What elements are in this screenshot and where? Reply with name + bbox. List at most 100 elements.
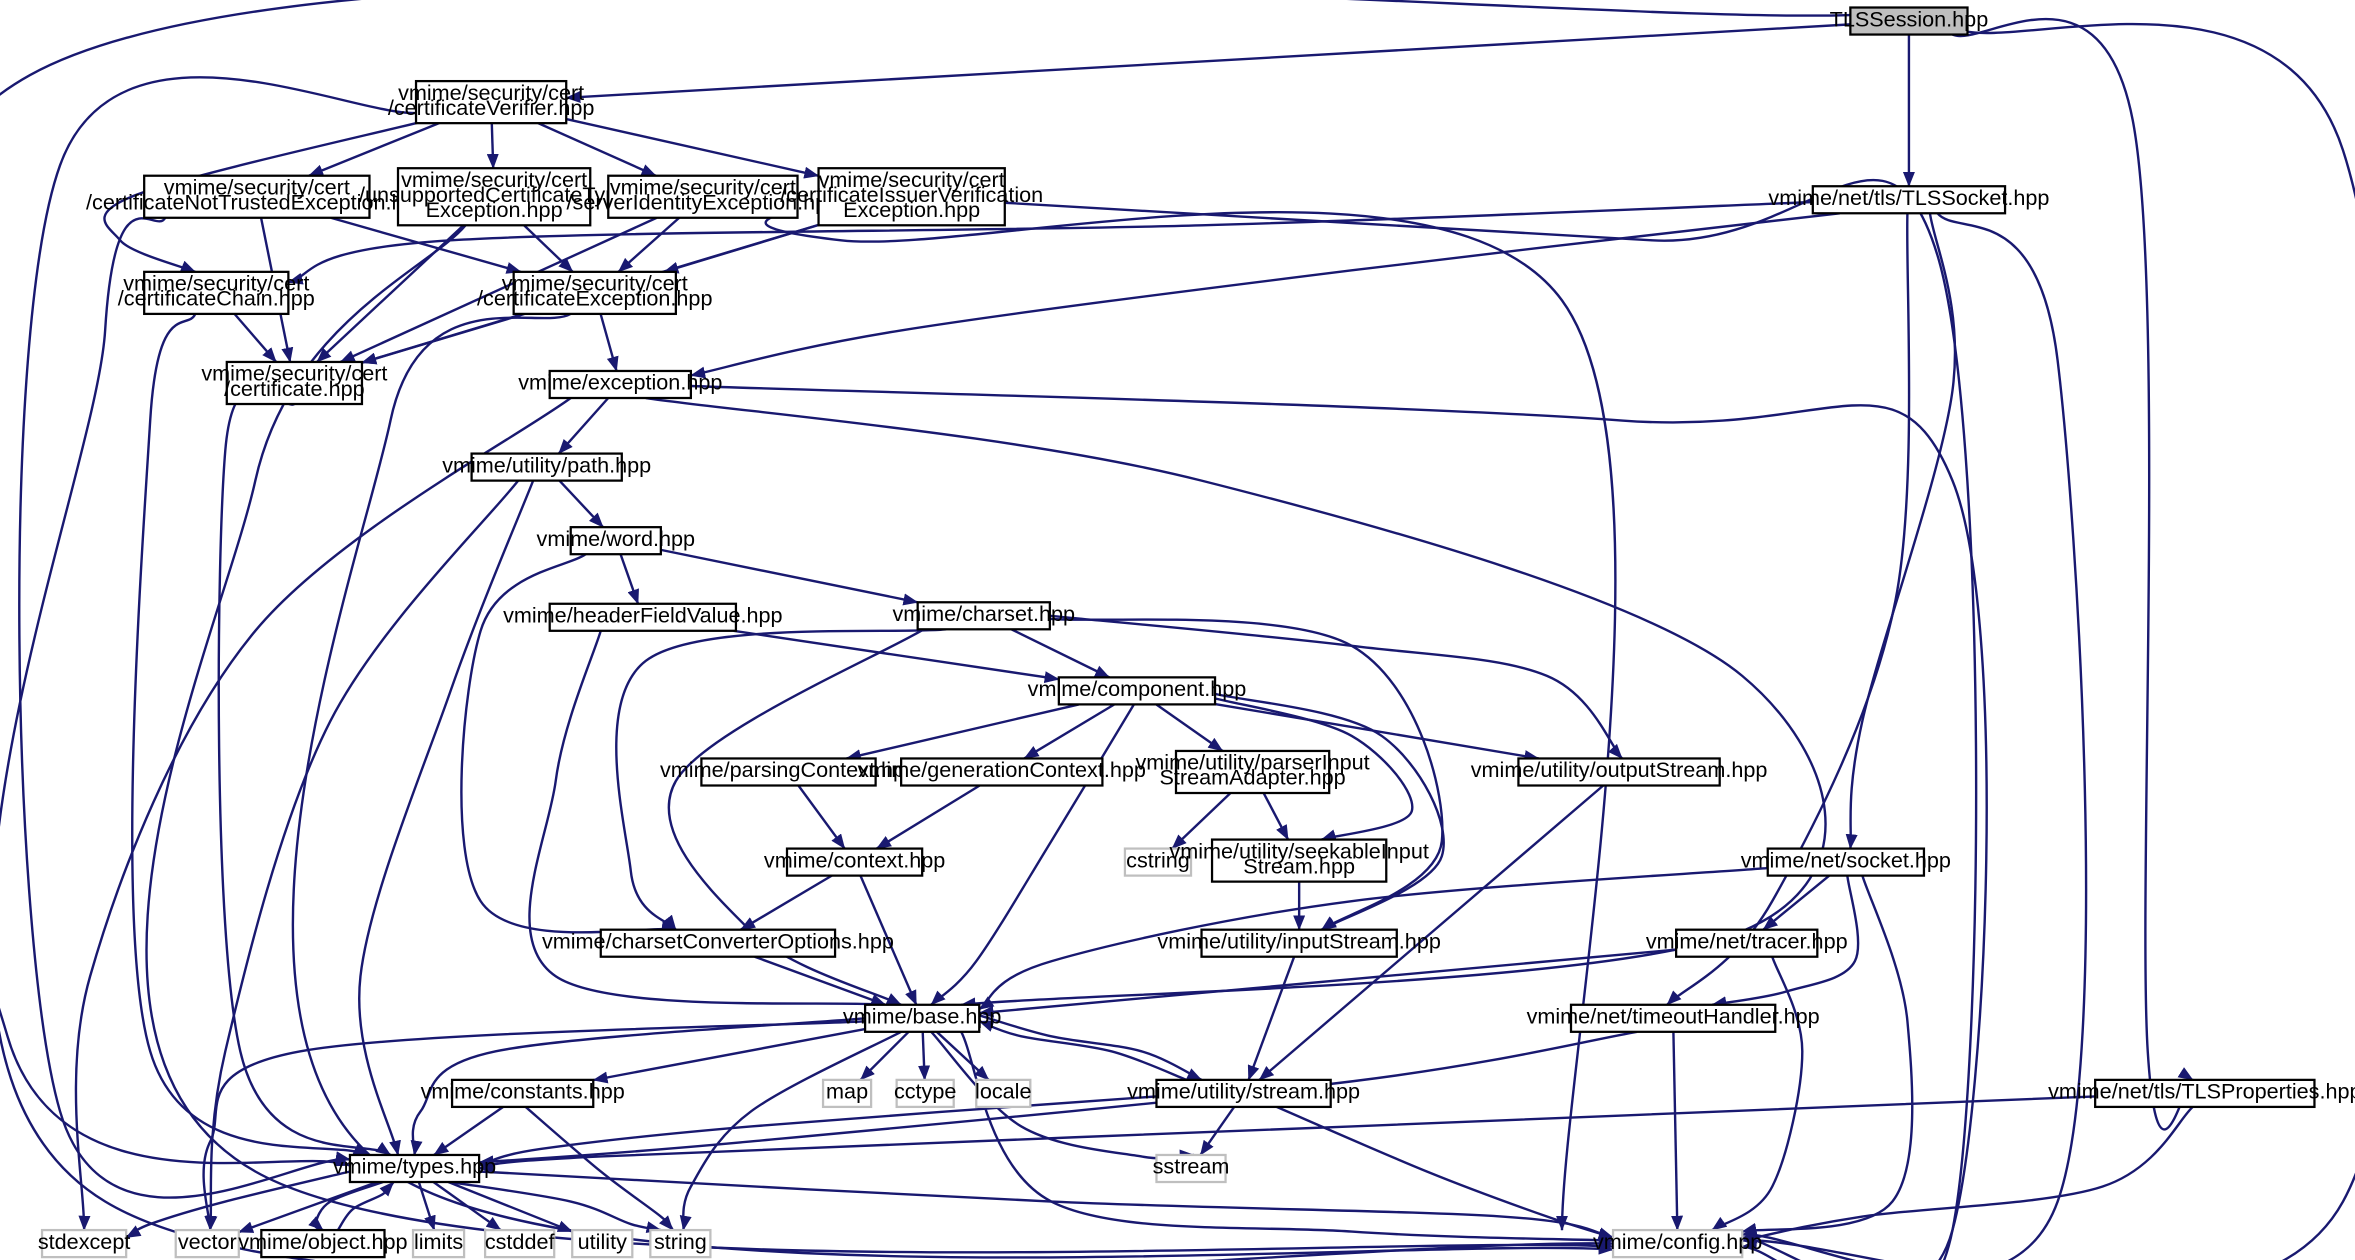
node-sstream[interactable]: sstream	[1153, 1154, 1230, 1184]
node-constants[interactable]: vmime/constants.hpp	[421, 1079, 625, 1109]
edge-tracer-to-base	[978, 948, 1677, 1018]
edge-certverifier-to-certchain	[103, 118, 429, 273]
node-box	[700, 757, 877, 787]
edge-exception-to-base	[645, 396, 1827, 1010]
node-locale[interactable]: locale	[975, 1079, 1032, 1109]
node-exception[interactable]: vmime/exception.hpp	[518, 370, 722, 400]
edge-charset-to-base	[667, 628, 925, 1006]
edge-base-to-constants	[592, 1027, 866, 1084]
node-box	[1123, 847, 1193, 877]
edge-component-to-generationcontext	[1023, 703, 1116, 760]
node-map[interactable]: map	[821, 1079, 873, 1109]
edge-charset-to-component	[1010, 628, 1111, 679]
node-outputstream[interactable]: vmime/utility/outputStream.hpp	[1471, 757, 1768, 787]
edge-word-to-charset	[660, 548, 919, 606]
node-cstring[interactable]: cstring	[1123, 847, 1193, 877]
node-label: vmime/net/timeoutHandler.hpp	[1527, 1004, 1820, 1029]
node-charset[interactable]: vmime/charset.hpp	[892, 601, 1075, 631]
node-headerfieldvalue[interactable]: vmime/headerFieldValue.hpp	[503, 602, 783, 632]
node-charsetconv[interactable]: vmime/charsetConverterOptions.hpp	[542, 928, 894, 958]
node-label: limits	[414, 1229, 463, 1254]
node-cstddef[interactable]: cstddef	[483, 1229, 556, 1259]
node-cctype[interactable]: cctype	[894, 1079, 956, 1109]
edge-base-to-config	[960, 1031, 1614, 1247]
node-box	[548, 602, 738, 632]
edge-certverifier-to-notrusted	[308, 122, 440, 177]
node-box	[1611, 1228, 1744, 1259]
node-stdexcept[interactable]: stdexcept	[38, 1229, 131, 1259]
node-serverident[interactable]: vmime/security/cert/serverIdentityExcept…	[567, 174, 840, 219]
edge-word-to-headerfieldvalue	[619, 553, 640, 605]
node-vector[interactable]: vector	[174, 1229, 240, 1259]
node-label: locale	[975, 1079, 1031, 1104]
edge-unsupported-to-certexception	[523, 224, 574, 273]
node-box	[1811, 185, 2007, 215]
node-box	[1675, 928, 1819, 958]
node-stream[interactable]: vmime/utility/stream.hpp	[1127, 1079, 1360, 1109]
node-types[interactable]: vmime/types.hpp	[333, 1154, 496, 1184]
edge-tlsprops-to-types	[478, 1095, 2096, 1174]
node-label: vmime/exception.hpp	[518, 370, 722, 395]
node-generationcontext[interactable]: vmime/generationContext.hpp	[858, 757, 1146, 787]
node-label: /serverIdentityException.hpp	[567, 190, 840, 215]
node-label: /certificateVerifier.hpp	[388, 95, 595, 120]
node-label: vmime/config.hpp	[1593, 1229, 1762, 1254]
node-parsingcontext[interactable]: vmime/parsingContext.hpp	[660, 757, 917, 787]
node-word[interactable]: vmime/word.hpp	[537, 526, 696, 556]
node-tlssocket[interactable]: vmime/net/tls/TLSSocket.hpp	[1768, 185, 2049, 215]
node-box	[1210, 838, 1388, 883]
node-box	[607, 174, 799, 219]
node-tracer[interactable]: vmime/net/tracer.hpp	[1646, 928, 1848, 958]
node-timeout[interactable]: vmime/net/timeoutHandler.hpp	[1527, 1004, 1820, 1033]
node-box	[411, 1228, 466, 1259]
node-certverifier[interactable]: vmime/security/cert/certificateVerifier.…	[388, 80, 595, 125]
node-object[interactable]: vmime/object.hpp	[238, 1229, 408, 1259]
edge-charset-to-outputstream	[1049, 614, 1623, 760]
node-box	[1849, 6, 1969, 36]
node-socket[interactable]: vmime/net/socket.hpp	[1741, 847, 1951, 877]
node-box	[916, 601, 1051, 631]
edge-certchain-to-types	[131, 313, 369, 1157]
node-config[interactable]: vmime/config.hpp	[1593, 1228, 1762, 1259]
node-certchain[interactable]: vmime/security/cert/certificateChain.hpp	[118, 271, 315, 316]
node-box	[571, 1228, 634, 1259]
node-string[interactable]: string	[649, 1229, 712, 1259]
node-context[interactable]: vmime/context.hpp	[764, 847, 945, 877]
edge-path-to-word	[558, 479, 604, 528]
edge-notrusted-to-certexception	[330, 216, 522, 274]
edge-tlssession-to-config	[1741, 22, 2355, 1260]
node-tlsprops[interactable]: vmime/net/tls/TLSProperties.hpp	[2048, 1079, 2355, 1109]
edge-notrusted-to-config	[0, 217, 1614, 1260]
edge-path-to-vector	[205, 479, 520, 1231]
edge-types-to-object	[308, 1180, 384, 1232]
node-label: vmime/headerFieldValue.hpp	[503, 603, 782, 628]
node-limits[interactable]: limits	[411, 1228, 466, 1259]
node-certexception[interactable]: vmime/security/cert/certificateException…	[477, 271, 712, 316]
edge-exception-to-path	[557, 397, 610, 455]
node-utility[interactable]: utility	[571, 1228, 634, 1259]
node-certificate[interactable]: vmime/security/cert/certificate.hpp	[201, 361, 387, 406]
node-component[interactable]: vmime/component.hpp	[1028, 676, 1247, 706]
node-unsupported[interactable]: vmime/security/cert/unsupportedCertifica…	[359, 167, 629, 227]
node-inputstream[interactable]: vmime/utility/inputStream.hpp	[1157, 928, 1441, 958]
node-base[interactable]: vmime/base.hpp	[843, 1004, 1002, 1033]
node-tlssession[interactable]: TLSSession.hpp	[1830, 6, 1989, 36]
node-label: /certificateNotTrustedException.hpp	[86, 190, 428, 215]
node-label: /certificate.hpp	[224, 376, 365, 401]
node-label: map	[826, 1079, 868, 1104]
edge-outputstream-to-stream	[1258, 784, 1605, 1081]
node-issuerverif[interactable]: vmime/security/cert/certificateIssuerVer…	[780, 167, 1043, 227]
node-path[interactable]: vmime/utility/path.hpp	[442, 452, 651, 482]
edge-exception-to-config	[690, 384, 1988, 1260]
edge-constants-to-string	[524, 1106, 674, 1231]
edge-socket-to-config	[1741, 875, 1914, 1235]
node-label: Exception.hpp	[426, 197, 563, 222]
edge-charset-to-charsetconv	[615, 628, 947, 931]
edge-inputstream-to-stream	[1247, 956, 1296, 1081]
edge-component-to-seekable	[1214, 697, 1414, 841]
node-parserinput[interactable]: vmime/utility/parserInputStreamAdapter.h…	[1136, 750, 1370, 795]
node-notrusted[interactable]: vmime/security/cert/certificateNotTruste…	[86, 174, 428, 219]
edge-headerfieldvalue-to-base	[528, 630, 887, 1010]
edge-tlssession-to-tlsprops	[1951, 17, 2194, 1131]
